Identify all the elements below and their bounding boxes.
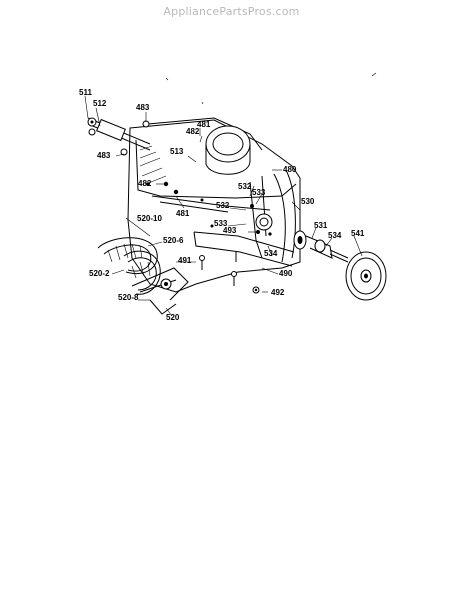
label-483-top: 483	[136, 103, 150, 112]
label-520-10: 520-10	[137, 214, 162, 223]
auger-shaft	[87, 117, 151, 151]
leader-lines	[84, 95, 363, 317]
label-520-8: 520-8	[118, 293, 139, 302]
label-493: 493	[223, 226, 237, 235]
auger-spiral	[97, 237, 189, 315]
label-513: 513	[170, 147, 184, 156]
part-labels: 511 512 483 481 482 513 483 480 482 532 …	[79, 88, 365, 322]
label-531: 531	[314, 221, 328, 230]
label-480: 480	[283, 165, 297, 174]
label-520: 520	[166, 313, 180, 322]
auger-housing	[127, 117, 301, 293]
label-512: 512	[93, 99, 107, 108]
label-533-mid: 533	[214, 219, 228, 228]
label-534-bottom: 534	[264, 249, 278, 258]
label-481-top: 481	[197, 120, 211, 129]
label-534-right: 534	[328, 231, 342, 240]
drive-pulley-assembly	[293, 230, 387, 301]
label-481-mid: 481	[176, 209, 190, 218]
fasteners	[120, 120, 260, 294]
label-492: 492	[271, 288, 285, 297]
label-490: 490	[279, 269, 293, 278]
label-491: 491	[178, 256, 192, 265]
label-482-left: 482	[138, 179, 152, 188]
label-530: 530	[301, 197, 315, 206]
label-532-mid: 532	[216, 201, 230, 210]
label-533-top: 533	[252, 188, 266, 197]
label-532-top: 532	[238, 182, 252, 191]
watermark: AppliancePartsPros.com	[163, 5, 300, 18]
label-482-top: 482	[186, 127, 200, 136]
label-520-6: 520-6	[163, 236, 184, 245]
label-511: 511	[79, 88, 92, 97]
label-483-left: 483	[97, 151, 111, 160]
label-520-2: 520-2	[89, 269, 110, 278]
label-541: 541	[351, 229, 365, 238]
